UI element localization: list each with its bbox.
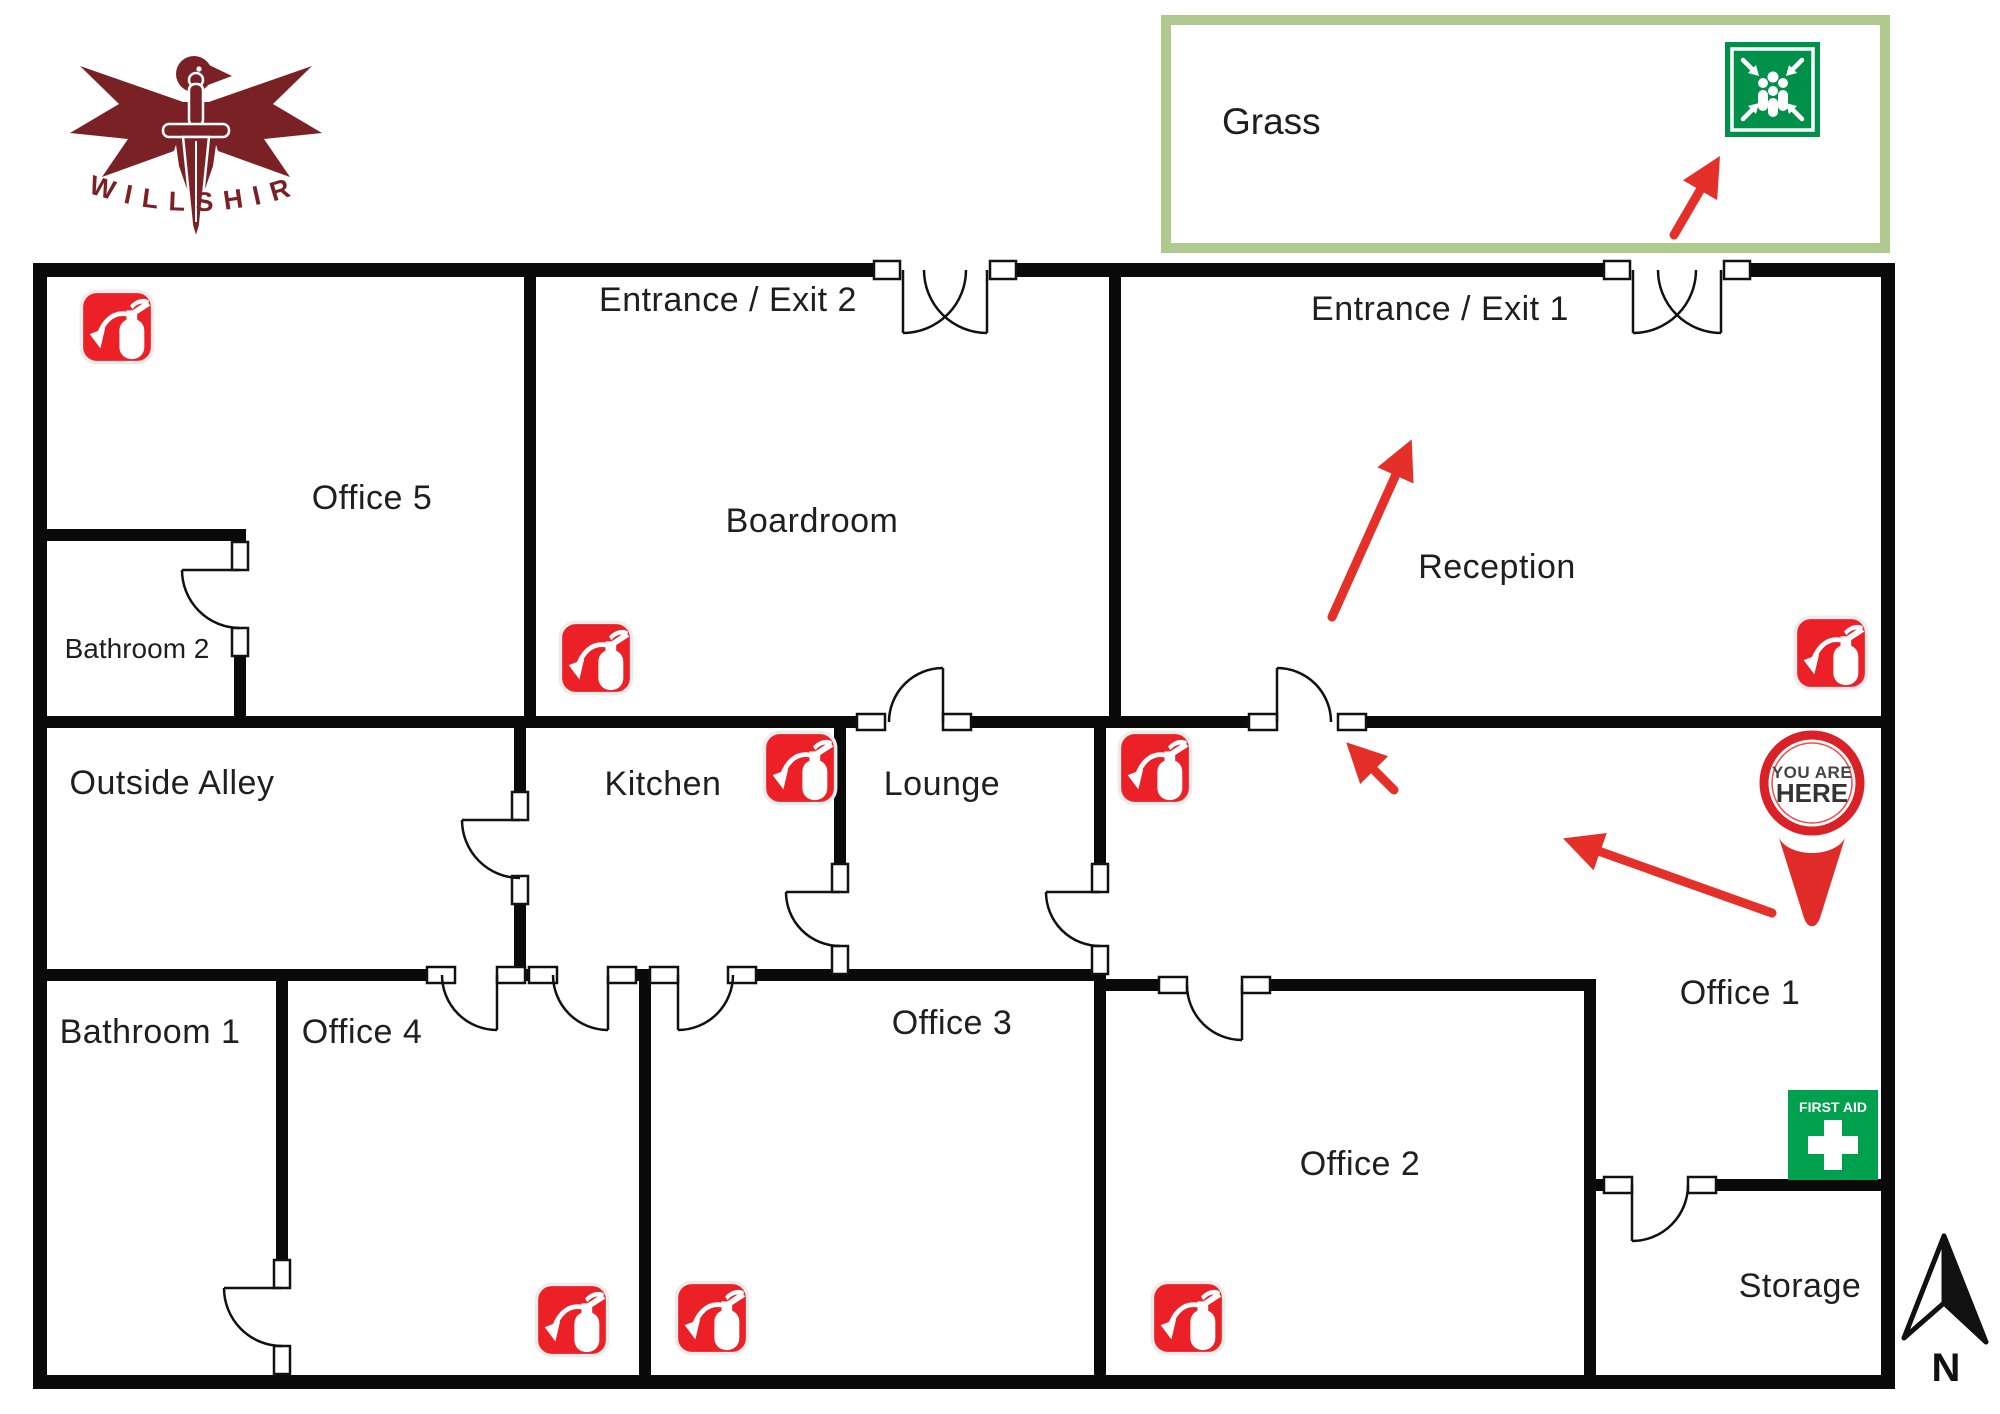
evacuation-route-arrow xyxy=(1669,156,1720,240)
fire-extinguisher-icon xyxy=(764,732,835,803)
label-entrance-exit-2: Entrance / Exit 2 xyxy=(599,281,857,319)
doors xyxy=(180,269,1723,1348)
you-are-here-line2: HERE xyxy=(1776,778,1848,808)
room-label-office5: Office 5 xyxy=(312,479,433,517)
north-compass: N xyxy=(1901,1233,1989,1390)
first-aid-label: FIRST AID xyxy=(1799,1099,1867,1115)
assembly-area-grass: Grass xyxy=(1161,15,1890,253)
room-label-reception: Reception xyxy=(1418,548,1576,586)
fire-extinguisher-icon xyxy=(81,291,152,362)
fire-extinguisher-icon xyxy=(536,1284,607,1355)
compass-north-label: N xyxy=(1932,1346,1961,1390)
building-walls xyxy=(33,263,1895,1389)
eagle-beak xyxy=(207,64,232,85)
map-pin: YOU ARE HERE xyxy=(1759,730,1865,927)
evacuation-route-arrow xyxy=(1346,742,1399,795)
fire-extinguisher-icon xyxy=(560,622,631,693)
fire-extinguisher-icon xyxy=(1152,1282,1223,1353)
eagle-left-wing xyxy=(70,66,189,177)
assembly-point-icon xyxy=(1725,42,1820,137)
eagle-eye xyxy=(196,66,202,72)
fire-extinguisher-icon xyxy=(1119,732,1190,803)
room-label-bathroom1: Bathroom 1 xyxy=(60,1013,241,1051)
room-label-office3: Office 3 xyxy=(892,1004,1013,1042)
dagger xyxy=(161,71,231,244)
room-label-lounge: Lounge xyxy=(884,765,1000,803)
fire-extinguisher-signs xyxy=(81,291,1866,1355)
room-label-office1: Office 1 xyxy=(1680,974,1801,1012)
room-label-boardroom: Boardroom xyxy=(726,502,899,540)
interior-walls xyxy=(40,270,1888,1382)
eagle-dagger-logo: WILLSHIR xyxy=(70,56,322,244)
evacuation-route-arrow xyxy=(1562,833,1777,918)
room-label-bathroom2: Bathroom 2 xyxy=(65,633,210,664)
fire-extinguisher-icon xyxy=(676,1282,747,1353)
room-label-outside-alley: Outside Alley xyxy=(70,764,275,802)
evacuation-route-arrow xyxy=(1327,439,1414,622)
room-label-kitchen: Kitchen xyxy=(605,765,722,803)
grass-area-label: Grass xyxy=(1222,101,1321,142)
door-jambs xyxy=(230,259,1752,1376)
evacuation-route-arrows xyxy=(1327,156,1777,918)
room-label-office2: Office 2 xyxy=(1300,1145,1421,1183)
eagle-right-wing xyxy=(203,66,322,177)
label-entrance-exit-1: Entrance / Exit 1 xyxy=(1311,290,1569,328)
room-label-office4: Office 4 xyxy=(302,1013,423,1051)
room-label-storage: Storage xyxy=(1739,1267,1862,1305)
you-are-here-line1: YOU ARE xyxy=(1772,763,1852,782)
first-aid-sign: FIRST AID xyxy=(1788,1090,1878,1180)
fire-extinguisher-icon xyxy=(1795,617,1866,688)
